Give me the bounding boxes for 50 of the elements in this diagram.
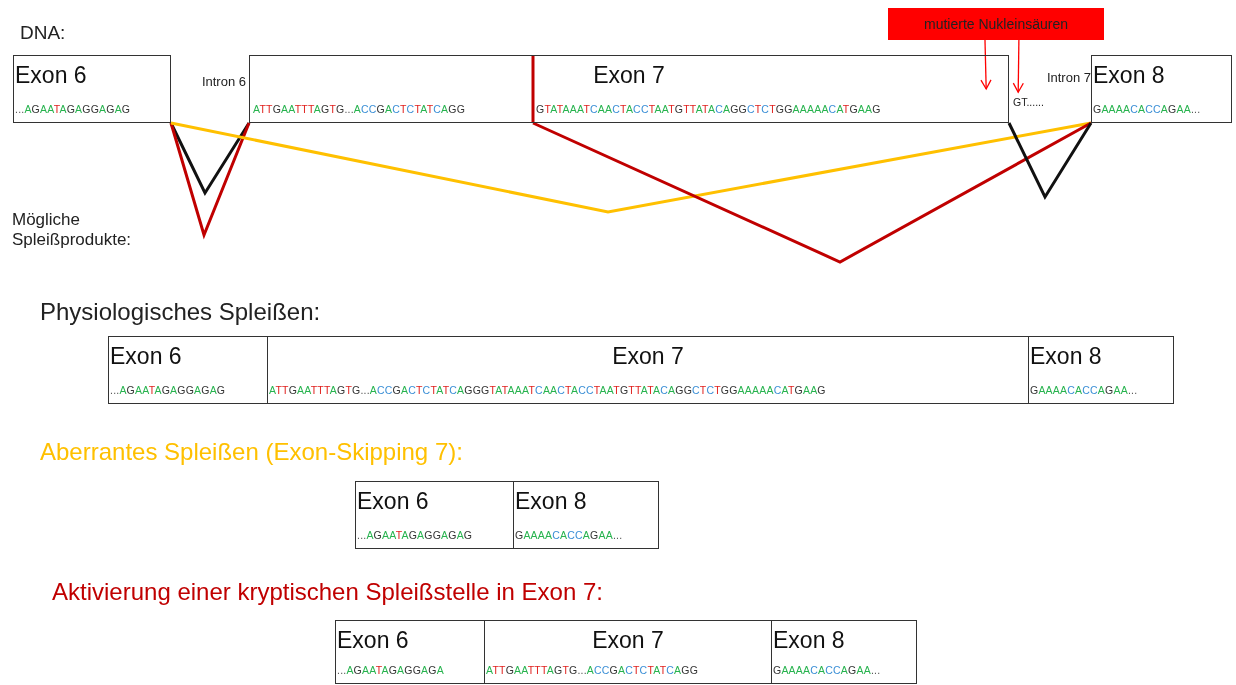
- section-heading: DNA:: [20, 22, 67, 44]
- nucleotide-sequence: ...AGAATAGAGGAGA: [337, 664, 444, 676]
- exon-label: Exon 6: [357, 488, 429, 515]
- exon-label: Exon 8: [515, 488, 587, 515]
- nucleotide-sequence: ...AGAATAGAGGAGAG: [357, 529, 473, 541]
- exon-label: Exon 6: [110, 343, 182, 370]
- exon-box: [1028, 336, 1174, 404]
- nucleotide-sequence: GAAAACACCAGAA...: [515, 529, 623, 541]
- nucleotide-sequence: ...AGAATAGAGGAGAG: [110, 384, 226, 396]
- splice-line: [169, 122, 251, 240]
- exon-box: [513, 481, 659, 549]
- leader-arrow: [980, 39, 992, 90]
- splice-line: [170, 121, 1092, 214]
- exon-label: Exon 6: [337, 627, 409, 654]
- exon-label: Exon 8: [773, 627, 845, 654]
- intron-label: Intron 6: [201, 74, 246, 89]
- splice-line: [1007, 122, 1093, 201]
- nucleotide-sequence: GAAAACACCAGAA...: [1030, 384, 1138, 396]
- exon-box: [13, 55, 171, 123]
- exon-label: Exon 8: [1030, 343, 1102, 370]
- exon-box: [771, 620, 917, 684]
- section-heading: Physiologisches Spleißen:: [40, 298, 322, 326]
- exon-box: [249, 55, 1009, 123]
- exon-box: [335, 620, 485, 684]
- nucleotide-sequence: GAAAACACCAGAA...: [1093, 103, 1201, 115]
- exon-label: Exon 7: [592, 62, 666, 89]
- nucleotide-sequence: ATTGAATTTAGTG...ACCGACTCTATCAGGGTATAAATCAACTACCTAATGTTATACAGGCTCTGGAAAAACATGAAG: [269, 384, 826, 396]
- section-heading: Aberrantes Spleißen (Exon-Skipping 7):: [40, 438, 464, 466]
- exon-box: [267, 336, 1029, 404]
- exon-box: [484, 620, 772, 684]
- exon-box: [355, 481, 514, 549]
- exon-label: Exon 7: [611, 343, 685, 370]
- callout-text: mutierte Nukleinsäuren: [924, 16, 1068, 32]
- leader-arrow: [1012, 39, 1024, 93]
- intron-label: Intron 7: [1046, 70, 1091, 85]
- nucleotide-sequence: GAAAACACCAGAA...: [773, 664, 881, 676]
- exon-label: Exon 6: [15, 62, 87, 89]
- nucleotide-sequence: ...AGAATAGAGGAGAG: [15, 103, 131, 115]
- exon-label: Exon 7: [591, 627, 665, 654]
- callout-box: [888, 8, 1104, 40]
- splice-line: [532, 121, 1092, 264]
- nucleotide-sequence: ATTGAATTTAGTG...ACCGACTCTATCAGG: [253, 103, 466, 115]
- section-heading: Mögliche Spleißprodukte:: [12, 210, 133, 250]
- nucleotide-sequence: GT......: [1013, 96, 1044, 108]
- exon-label: Exon 8: [1093, 62, 1165, 89]
- nucleotide-sequence: GTATAAATCAACTACCTAATGTTATACAGGCTCTGGAAAAACATGAAG: [536, 103, 881, 115]
- nucleotide-sequence: ATTGAATTTAGTG...ACCGACTCTATCAGG: [486, 664, 699, 676]
- section-heading: Aktivierung einer kryptischen Spleißstelle in Exon 7:: [52, 578, 604, 606]
- exon-box: [1091, 55, 1232, 123]
- exon-box: [108, 336, 268, 404]
